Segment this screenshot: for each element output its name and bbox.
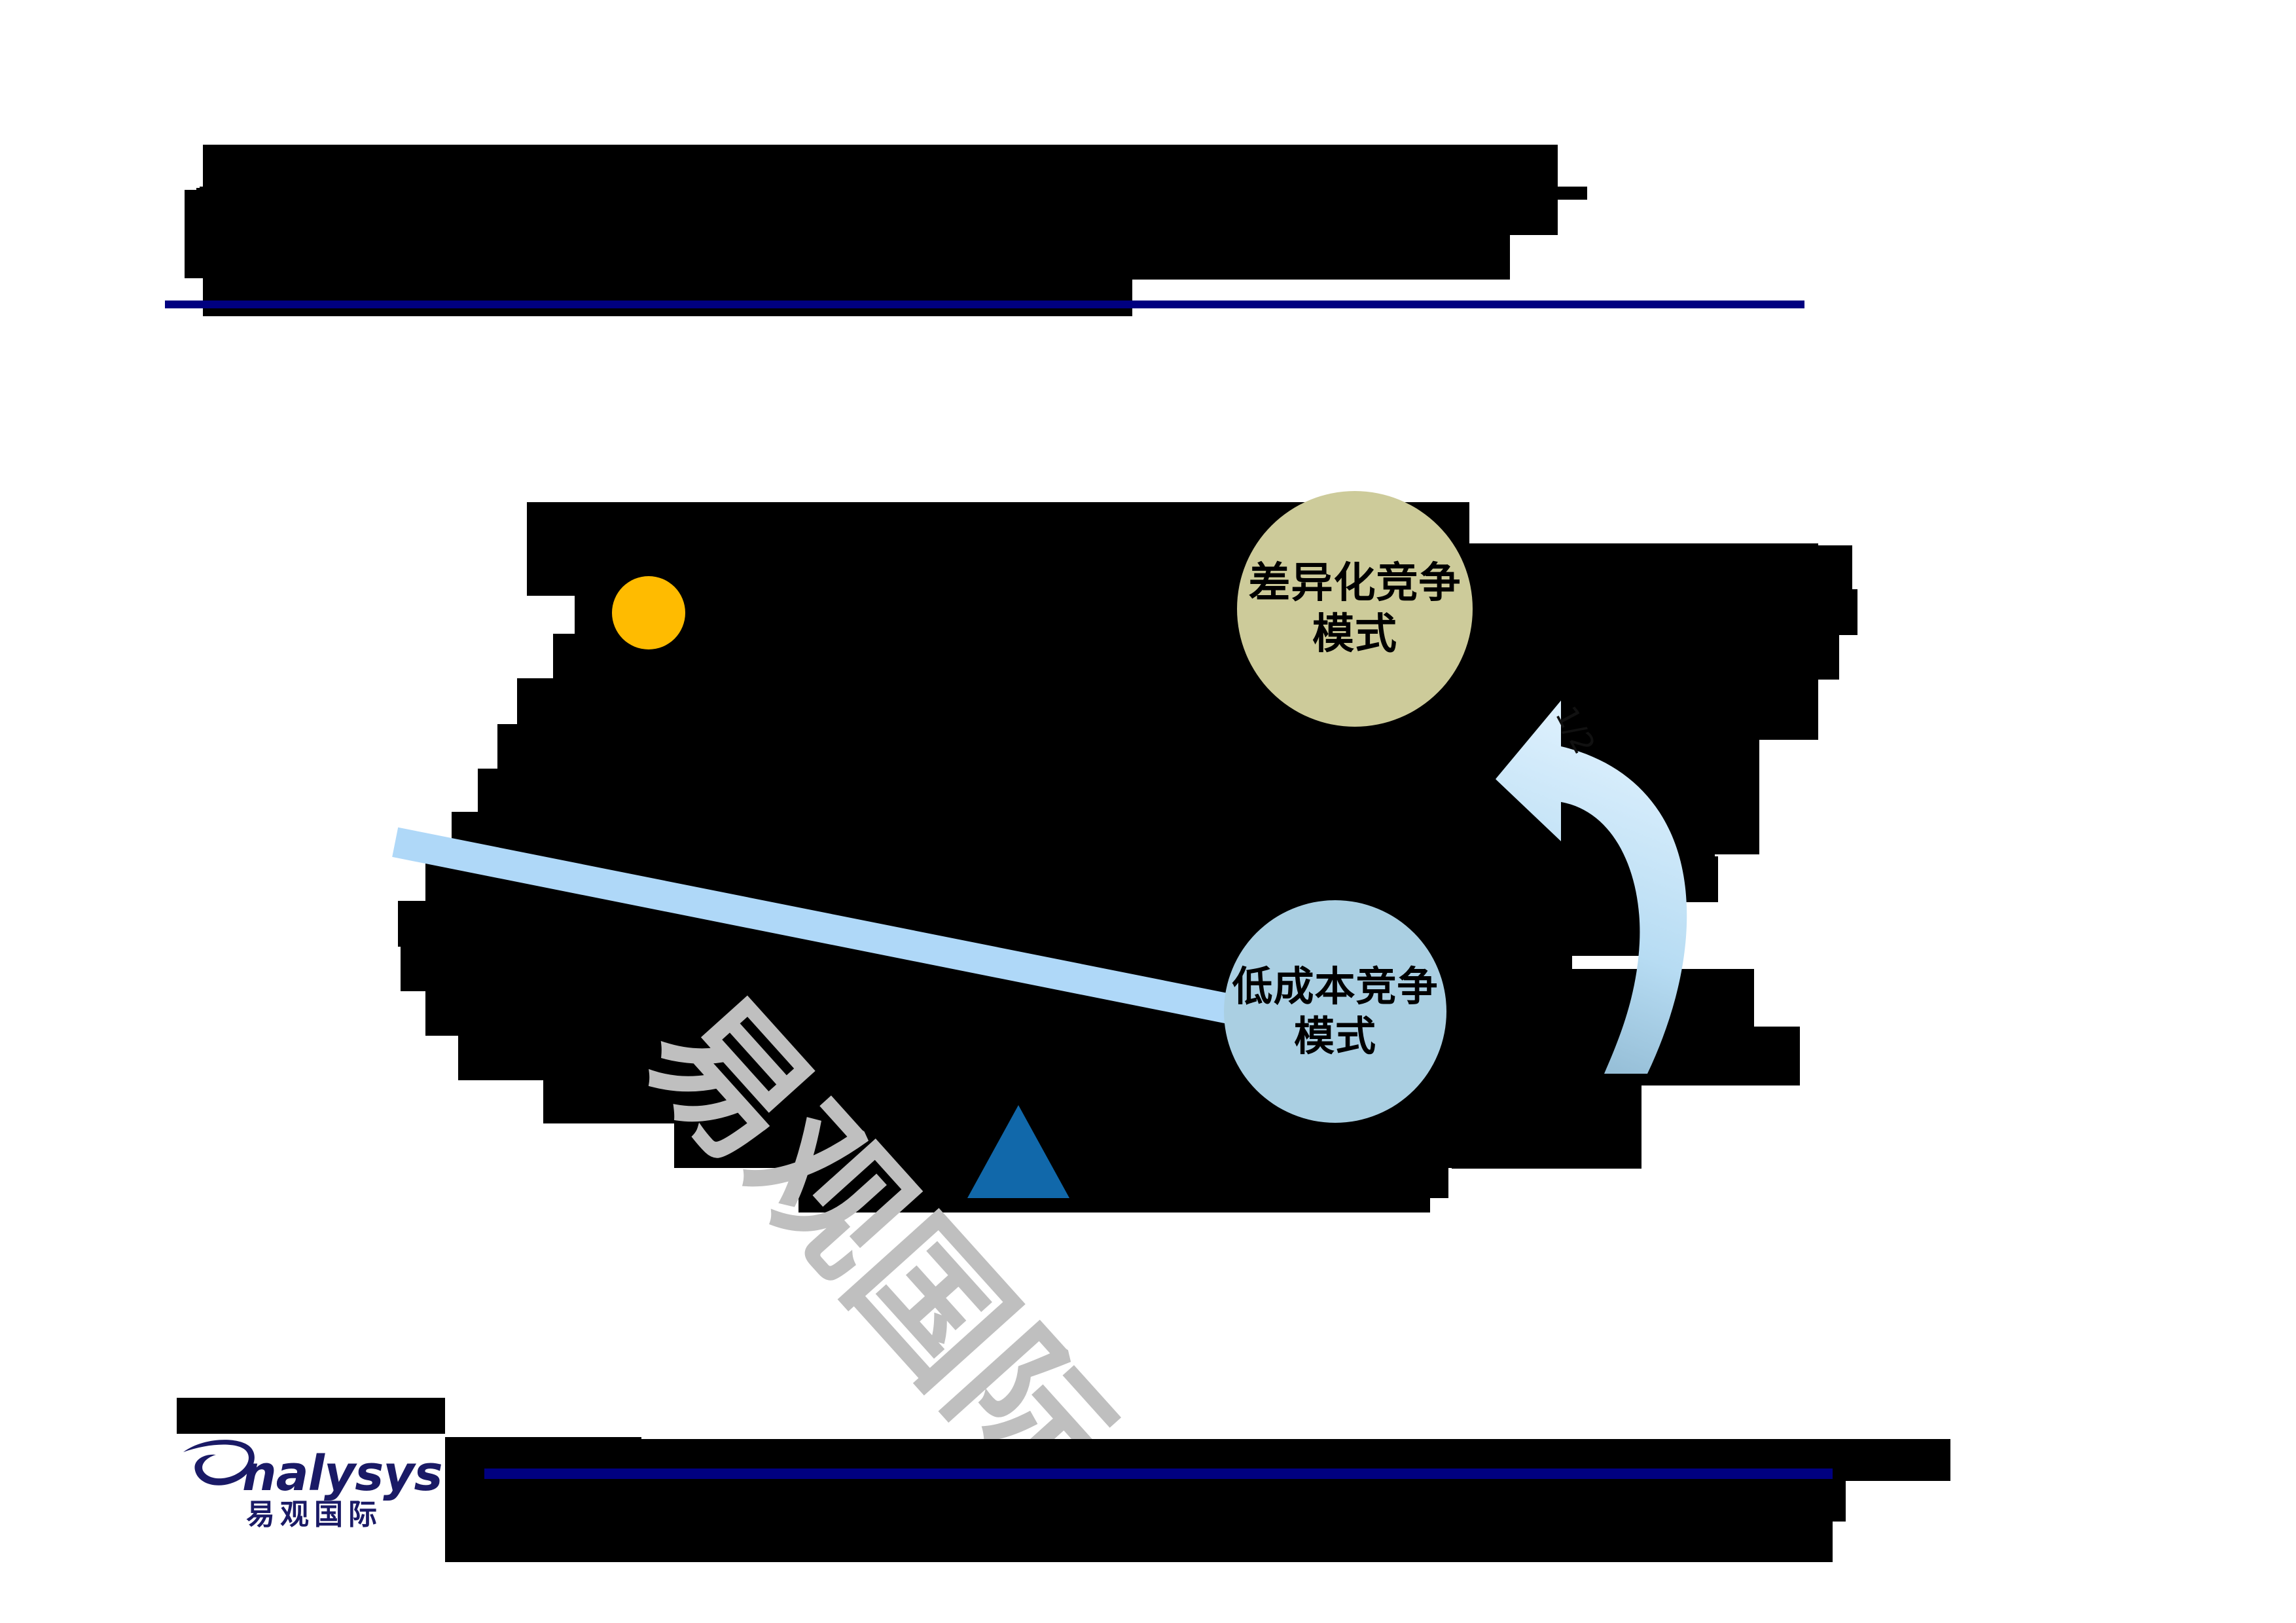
cycle-arrow-icon [1496, 701, 1687, 1074]
footer-redaction-block [445, 1481, 1846, 1522]
body-redaction-block [1452, 1084, 1641, 1169]
circle-low-cost-mode[interactable]: 低成本竞争 模式 [1224, 900, 1446, 1123]
circle-differentiation-label: 差异化竞争 模式 [1248, 558, 1462, 659]
logo-swoosh-icon [183, 1440, 255, 1486]
logo-wordmark: nalysys [242, 1446, 443, 1502]
logo-chinese-name: 易观国际 [246, 1498, 382, 1531]
title-redaction-block [200, 187, 1587, 200]
title-redaction-block [203, 145, 1558, 191]
circle-differentiation-mode[interactable]: 差异化竞争 模式 [1237, 491, 1473, 727]
title-underline-rule [165, 301, 1804, 308]
body-redaction-block [1465, 543, 1818, 740]
bullet-dot-icon [612, 576, 685, 649]
footer-redaction-block [177, 1398, 445, 1434]
analysys-logo: nalysys 易观国际 [178, 1432, 443, 1541]
title-redaction-block [203, 278, 1132, 316]
body-redaction-block [1460, 969, 1754, 1028]
body-redaction-block [798, 1167, 1430, 1213]
footer-redaction-block [445, 1437, 641, 1463]
circle-low-cost-label: 低成本竞争 模式 [1232, 962, 1439, 1060]
title-redaction-block [204, 232, 1510, 280]
body-redaction-block [674, 1122, 1590, 1168]
title-redaction-block [185, 190, 211, 278]
footer-rule [484, 1468, 1833, 1479]
footer-redaction-block [445, 1522, 1833, 1562]
fulcrum-triangle [967, 1105, 1069, 1198]
body-redaction-block [1393, 1165, 1448, 1198]
